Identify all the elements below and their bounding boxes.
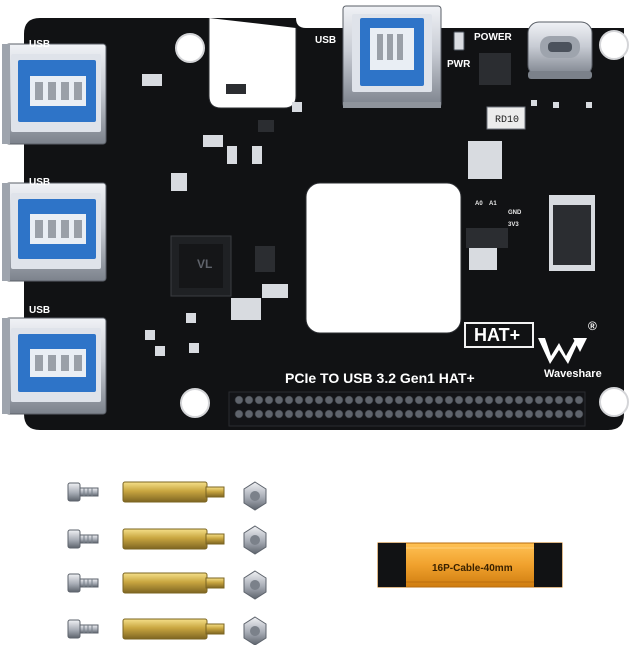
gnd-label: GND <box>508 210 522 216</box>
ribbon-cable: 16P-Cable-40mm <box>377 542 563 588</box>
mounting-hole-bottom-left <box>180 388 210 418</box>
usb-c-power-port <box>527 21 593 79</box>
mounting-hole-top-left <box>175 33 205 63</box>
svg-text:VL: VL <box>197 257 212 271</box>
product-title: PCIe TO USB 3.2 Gen1 HAT+ <box>285 370 475 386</box>
waveshare-logo: ® <box>538 319 597 364</box>
a1-label: A1 <box>489 201 497 207</box>
nut-4 <box>243 616 267 645</box>
screw-2 <box>67 529 99 549</box>
center-cutout <box>305 182 462 334</box>
ribbon-cable-label: 16P-Cable-40mm <box>432 563 513 574</box>
pcb-notch-outline <box>208 18 297 109</box>
usb-port-left-1 <box>2 43 107 145</box>
registered-mark: ® <box>588 319 597 333</box>
usb-controller-chip: VL <box>170 235 232 297</box>
brand-label: Waveshare <box>544 368 602 380</box>
screw-3 <box>67 573 99 593</box>
pcb-notch <box>209 18 296 108</box>
mounting-hole-top-right <box>599 30 629 60</box>
power-label: POWER <box>474 32 513 43</box>
power-led <box>453 31 465 51</box>
mounting-holes <box>175 30 629 418</box>
usb-label-top: USB <box>315 35 336 46</box>
nut-2 <box>243 525 267 555</box>
hat-box <box>464 322 534 348</box>
usb-port-left-2 <box>2 182 107 282</box>
standoff-3 <box>122 572 225 594</box>
chip-rd10-label: RD10 <box>495 115 519 126</box>
gpio-header <box>228 391 586 427</box>
usb-port-left-3 <box>2 317 107 415</box>
screw-4 <box>67 619 99 639</box>
usb-label-left-2: USB <box>29 177 50 188</box>
pwr-label: PWR <box>447 59 471 70</box>
usb-label-left-1: USB <box>29 39 50 50</box>
a0-label: A0 <box>475 201 483 207</box>
mounting-hole-bottom-right <box>599 387 629 417</box>
3v3-label: 3V3 <box>508 222 519 228</box>
screw-1 <box>67 482 99 502</box>
nut-1 <box>243 481 267 511</box>
standoff-4 <box>122 618 225 640</box>
dark-ics <box>226 53 591 272</box>
usb-label-left-3: USB <box>29 305 50 316</box>
standoff-2 <box>122 528 225 550</box>
nut-3 <box>243 570 267 600</box>
usb-port-top <box>342 5 442 108</box>
chip-rd10: RD10 <box>486 106 526 130</box>
hat-label: HAT+ <box>474 325 520 345</box>
standoff-1 <box>122 481 225 503</box>
